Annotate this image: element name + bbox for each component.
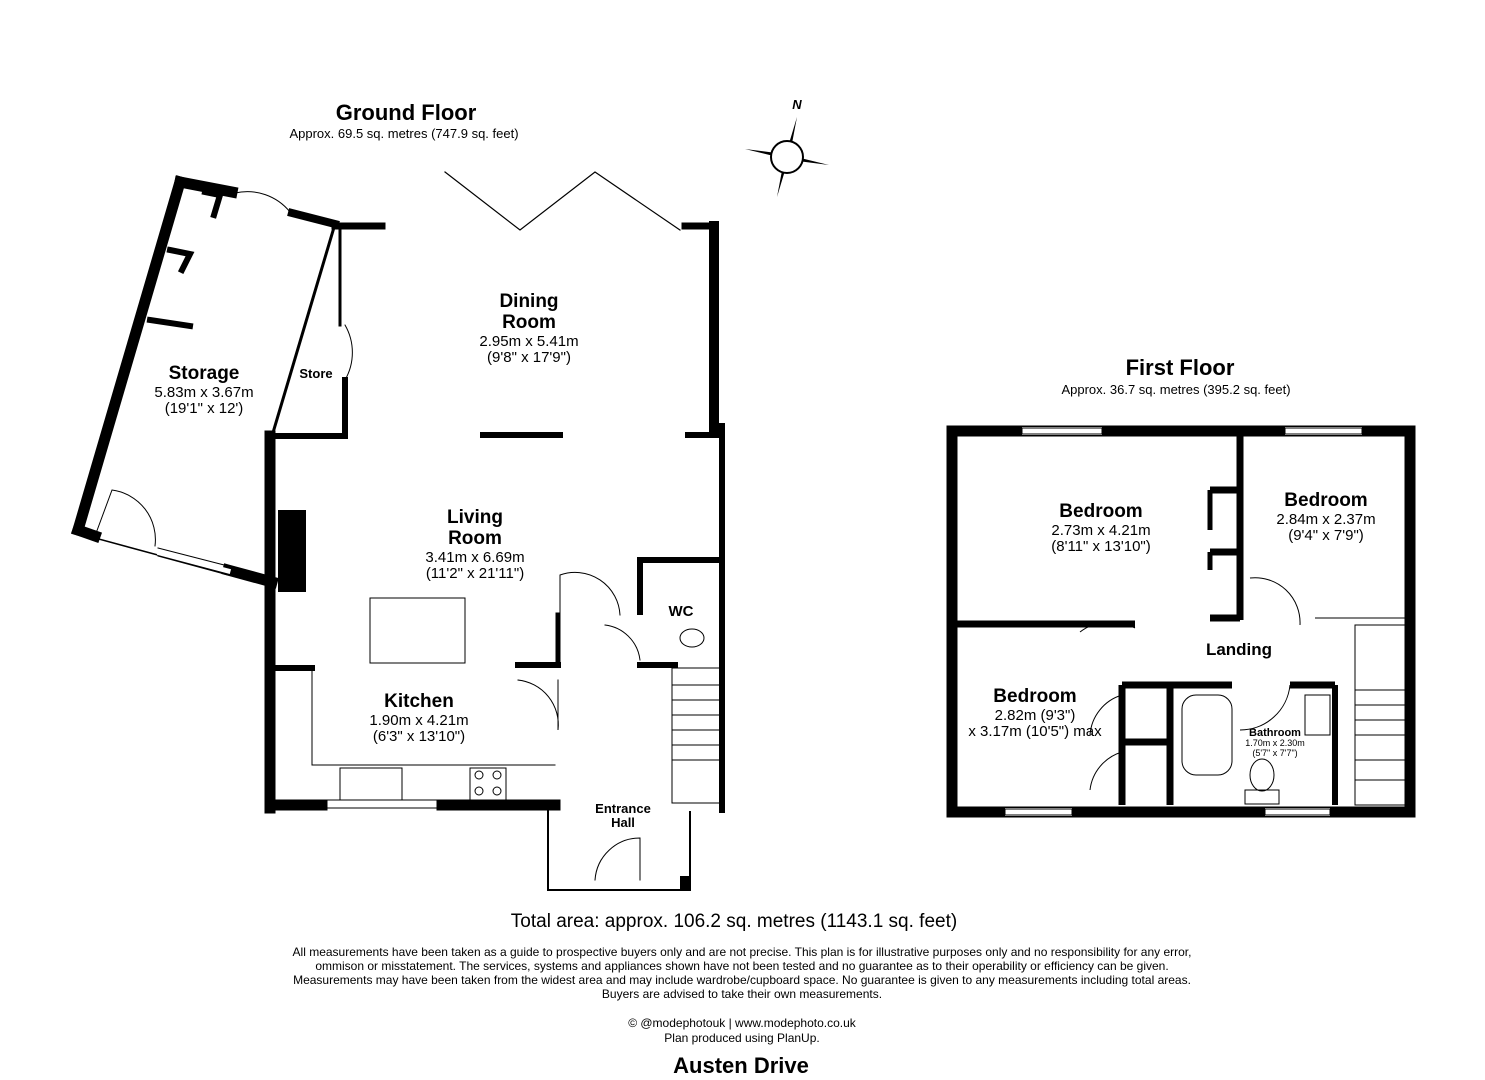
room-dim-metric: 2.84m x 2.37m bbox=[1276, 510, 1376, 528]
property-name: Austen Drive bbox=[673, 1053, 809, 1078]
room-dim-metric: 3.41m x 6.69m bbox=[425, 548, 525, 566]
ground-floor-area: Approx. 69.5 sq. metres (747.9 sq. feet) bbox=[289, 126, 519, 141]
room-name: Storage bbox=[168, 363, 240, 384]
room-bedroom-2: Bedroom 2.84m x 2.37m (9'4" x 7'9") bbox=[1276, 490, 1376, 545]
room-dim-metric: 1.70m x 2.30m bbox=[1245, 738, 1305, 749]
first-floor-area: Approx. 36.7 sq. metres (395.2 sq. feet) bbox=[1061, 382, 1291, 397]
disclaimer-line: ommison or misstatement. The services, s… bbox=[315, 959, 1169, 973]
ground-floor-title: Ground Floor bbox=[335, 100, 477, 125]
room-name: Room bbox=[448, 527, 502, 549]
room-name: Entrance bbox=[595, 801, 651, 816]
room-name: Hall bbox=[611, 815, 635, 831]
room-kitchen: Kitchen 1.90m x 4.21m (6'3" x 13'10") bbox=[369, 691, 469, 746]
room-dim-metric: 1.90m x 4.21m bbox=[369, 711, 469, 729]
ground-floor-walls bbox=[70, 171, 725, 891]
disclaimer-line: Measurements may have been taken from th… bbox=[293, 973, 1191, 987]
room-dim-imperial: (9'8" x 17'9") bbox=[487, 349, 571, 367]
room-dim-imperial: (9'4" x 7'9") bbox=[1288, 527, 1364, 545]
room-name: Bedroom bbox=[1284, 490, 1368, 511]
room-bedroom-1: Bedroom 2.73m x 4.21m (8'11" x 13'10") bbox=[1051, 501, 1151, 556]
room-name: Bathroom bbox=[1249, 727, 1301, 739]
disclaimer: All measurements have been taken as a gu… bbox=[293, 945, 1192, 1001]
room-dim-imperial: x 3.17m (10'5") max bbox=[968, 723, 1102, 741]
room-bathroom: Bathroom 1.70m x 2.30m (5'7" x 7'7") bbox=[1245, 727, 1305, 759]
room-name: Room bbox=[502, 311, 556, 333]
first-floor-title: First Floor bbox=[1125, 355, 1235, 380]
room-dim-imperial: (8'11" x 13'10") bbox=[1051, 538, 1151, 556]
room-name: Kitchen bbox=[384, 691, 454, 712]
total-area: Total area: approx. 106.2 sq. metres (11… bbox=[510, 911, 958, 932]
room-storage: Storage 5.83m x 3.67m (19'1" x 12') bbox=[154, 363, 254, 418]
room-dining: Dining Room 2.95m x 5.41m (9'8" x 17'9") bbox=[479, 291, 579, 367]
room-dim-imperial: (11'2" x 21'11") bbox=[425, 565, 525, 583]
compass-icon bbox=[745, 117, 829, 197]
room-entrance-hall: Entrance Hall bbox=[595, 801, 651, 831]
room-dim-metric: 2.95m x 5.41m bbox=[479, 332, 579, 350]
room-name: Living bbox=[447, 507, 503, 528]
room-living: Living Room 3.41m x 6.69m (11'2" x 21'11… bbox=[425, 507, 525, 583]
disclaimer-line: All measurements have been taken as a gu… bbox=[292, 945, 1192, 959]
room-dim-imperial: (5'7" x 7'7") bbox=[1252, 747, 1298, 758]
compass-north-label: N bbox=[792, 97, 802, 112]
room-name: Dining bbox=[499, 291, 559, 312]
credit-text: © @modephotouk | www.modephoto.co.uk bbox=[628, 1016, 856, 1030]
room-bedroom-3: Bedroom 2.82m (9'3") x 3.17m (10'5") max bbox=[968, 686, 1102, 741]
produced-by-text: Plan produced using PlanUp. bbox=[664, 1031, 820, 1045]
room-wc: WC bbox=[668, 603, 694, 620]
room-name: Bedroom bbox=[993, 686, 1077, 707]
room-name: Bedroom bbox=[1059, 501, 1143, 522]
first-floor-walls bbox=[946, 425, 1416, 818]
room-store: Store bbox=[299, 366, 333, 381]
room-dim-imperial: (19'1" x 12') bbox=[164, 400, 244, 418]
room-dim-metric: 5.83m x 3.67m bbox=[154, 383, 254, 401]
room-dim-metric: 2.73m x 4.21m bbox=[1051, 521, 1151, 539]
room-dim-imperial: (6'3" x 13'10") bbox=[372, 728, 466, 746]
room-landing: Landing bbox=[1205, 640, 1273, 659]
room-dim-metric: 2.82m (9'3") bbox=[994, 706, 1076, 724]
disclaimer-line: Buyers are advised to take their own mea… bbox=[601, 987, 883, 1001]
